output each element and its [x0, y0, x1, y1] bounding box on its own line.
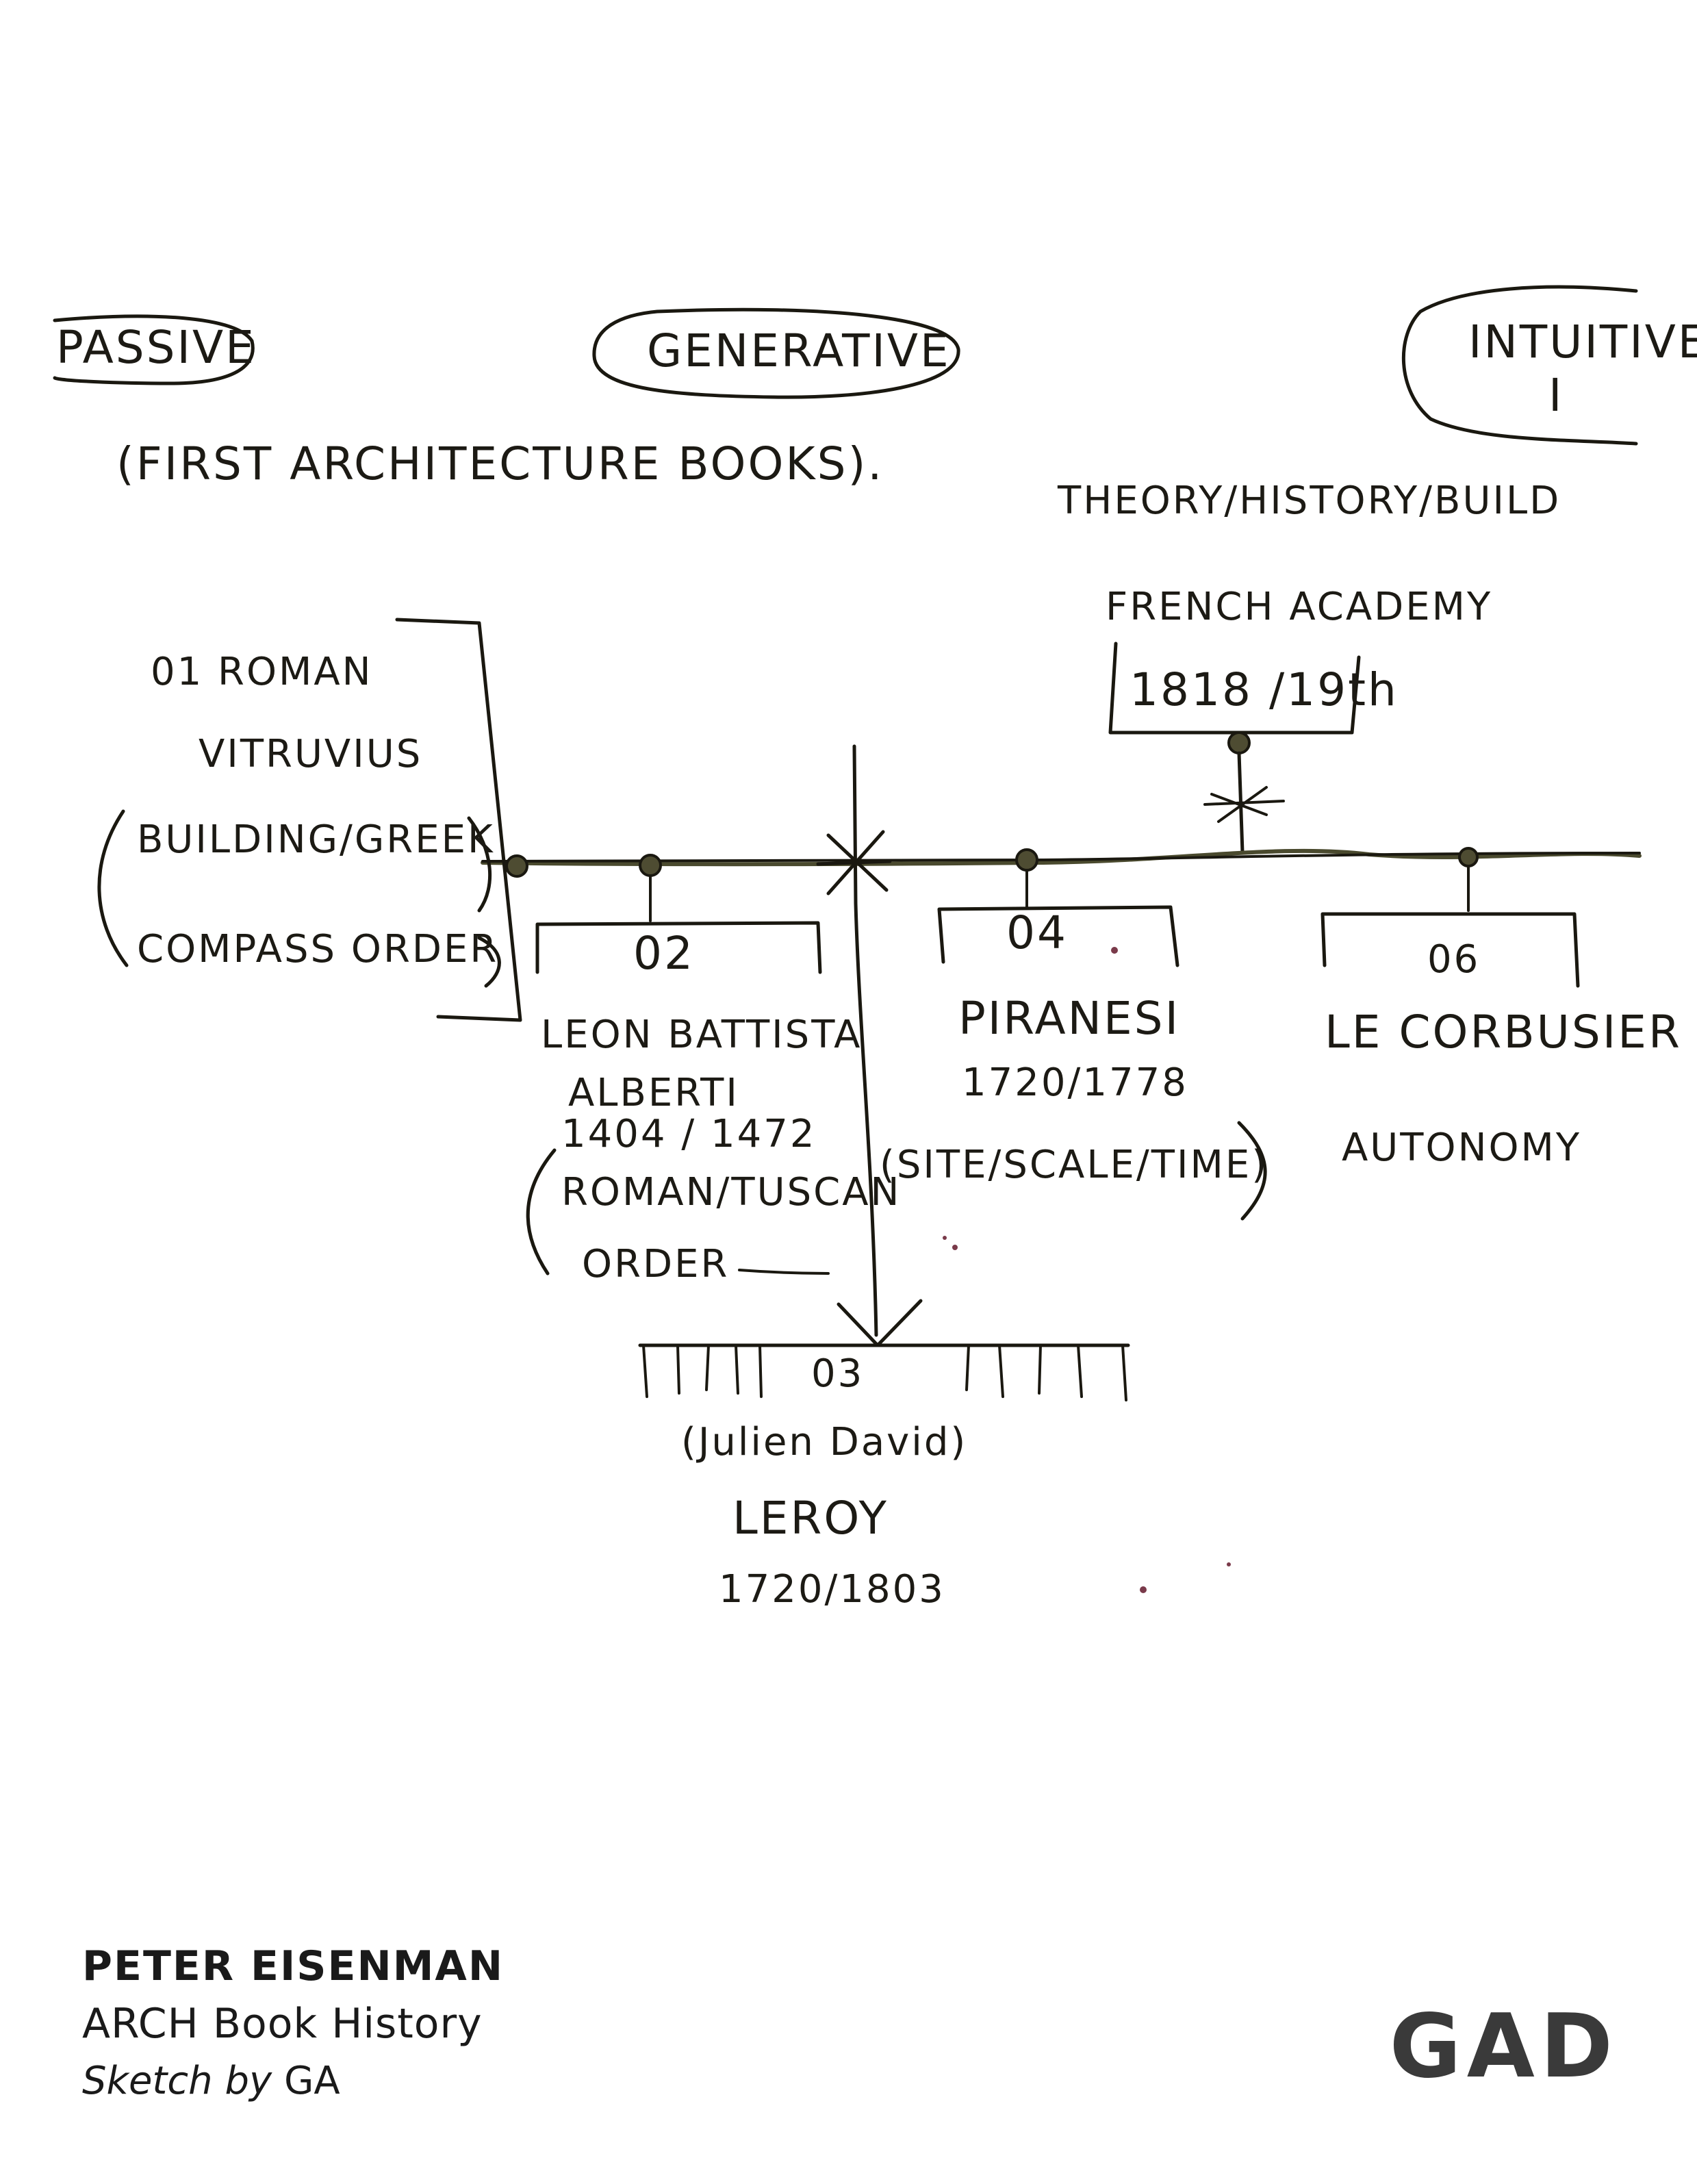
- node-03-name-2: LEROY: [732, 1492, 889, 1545]
- credit-sketch-author: GA: [283, 2059, 340, 2103]
- node-06-group: 06 LE CORBUSIER AUTONOMY: [1320, 847, 1682, 1170]
- timeline-line-ink: [481, 852, 1641, 863]
- generative-label: GENERATIVE: [647, 325, 951, 377]
- theory-note: THEORY/HISTORY/BUILD: [1057, 479, 1561, 523]
- node-01-bracket: [395, 618, 522, 1022]
- intuitive-group: INTUITIVE I: [1401, 285, 1697, 446]
- node-02-name-1: LEON BATTISTA: [541, 1013, 862, 1057]
- credit-sketch: Sketch by GA: [82, 2053, 504, 2110]
- credit-sketch-label: Sketch by: [82, 2059, 272, 2103]
- french-academy-group: FRENCH ACADEMY 1818 /19th: [1106, 585, 1492, 854]
- node-04-detail-paren: [1237, 1121, 1267, 1221]
- node-03-name-1: (Julien David): [681, 1420, 967, 1464]
- node-01-group: 01 ROMAN VITRUVIUS BUILDING/GREEK COMPAS…: [97, 618, 528, 1022]
- french-academy-node: [1227, 731, 1251, 754]
- node-01-line-3: BUILDING/GREEK: [137, 817, 495, 862]
- node-06-bracket: [1320, 912, 1580, 988]
- node-04-number: 04: [1006, 906, 1068, 959]
- node-04-group: 04 PIRANESI 1720/1778 (SITE/SCALE/TIME): [880, 848, 1268, 1221]
- node-02-group: 02 LEON BATTISTA ALBERTI 1404 / 1472 ROM…: [526, 854, 901, 1286]
- node-01-line-2: VITRUVIUS: [199, 732, 422, 776]
- french-academy-dates: 1818 /19th: [1130, 663, 1399, 716]
- node-04-bracket: [937, 905, 1179, 967]
- node-04-name: PIRANESI: [958, 992, 1180, 1045]
- node-04-dot: [1015, 848, 1038, 872]
- ink-speck: [1111, 947, 1118, 954]
- node-02-paren: [526, 1148, 557, 1275]
- ink-speck: [1140, 1586, 1147, 1593]
- node-04-detail: (SITE/SCALE/TIME): [880, 1143, 1268, 1187]
- node-06-name: LE CORBUSIER: [1325, 1006, 1682, 1058]
- node-04-dates: 1720/1778: [962, 1061, 1188, 1105]
- node-06-dot: [1458, 847, 1479, 867]
- intuitive-label: INTUITIVE: [1468, 316, 1697, 368]
- ink-speck: [1227, 1562, 1231, 1566]
- node-01-line-1: 01 ROMAN: [151, 650, 373, 694]
- arrow-head: [837, 1299, 923, 1347]
- node-06-detail: AUTONOMY: [1342, 1126, 1581, 1170]
- passive-bubble: [53, 314, 255, 385]
- node-02-detail-2: ORDER: [582, 1242, 729, 1286]
- node-02-name-2: ALBERTI: [568, 1071, 739, 1115]
- credit-author: PETER EISENMAN: [82, 1942, 505, 1990]
- node-02-detail-1: ROMAN/TUSCAN: [561, 1170, 901, 1215]
- node-01-dot: [505, 854, 528, 878]
- ink-speck: [943, 1236, 947, 1240]
- french-academy-bracket: [1108, 642, 1361, 735]
- passive-group: PASSIVE: [53, 314, 256, 385]
- node-02-dot: [639, 854, 662, 877]
- node-06-number: 06: [1427, 937, 1480, 982]
- node-01-right-paren: [467, 816, 492, 913]
- node-01-right-paren-2: [477, 936, 501, 988]
- node-01-line-4: COMPASS ORDER: [137, 927, 498, 972]
- node-02-underline: [738, 1269, 830, 1275]
- node-03-group: 03 (Julien David) LEROY 1720/1803: [638, 1343, 1130, 1612]
- node-03-comb-teeth: [642, 1344, 1127, 1401]
- intuitive-numeral: I: [1548, 369, 1564, 422]
- credits-block: PETER EISENMAN ARCH Book History Sketch …: [82, 1938, 504, 2110]
- node-03-dates: 1720/1803: [719, 1567, 945, 1612]
- node-01-left-paren: [97, 809, 129, 967]
- gad-logo: GAD: [1389, 1996, 1618, 2098]
- generative-group: GENERATIVE: [592, 307, 960, 399]
- node-03-number: 03: [811, 1351, 864, 1396]
- ink-speck: [952, 1245, 958, 1250]
- node-02-dates: 1404 / 1472: [561, 1112, 817, 1156]
- ink-specks: [943, 947, 1231, 1593]
- vertical-axis: [852, 744, 878, 1337]
- french-academy-name: FRENCH ACADEMY: [1106, 585, 1492, 629]
- credit-project: ARCH Book History: [82, 2000, 483, 2048]
- generative-bubble: [592, 307, 960, 399]
- passive-label: PASSIVE: [56, 321, 256, 374]
- first-books-note: (FIRST ARCHITECTURE BOOKS).: [116, 437, 884, 490]
- french-academy-cross-mark: [1203, 786, 1285, 823]
- intuitive-bubble: [1401, 285, 1638, 446]
- node-02-bracket: [535, 921, 822, 974]
- node-02-number: 02: [633, 927, 695, 980]
